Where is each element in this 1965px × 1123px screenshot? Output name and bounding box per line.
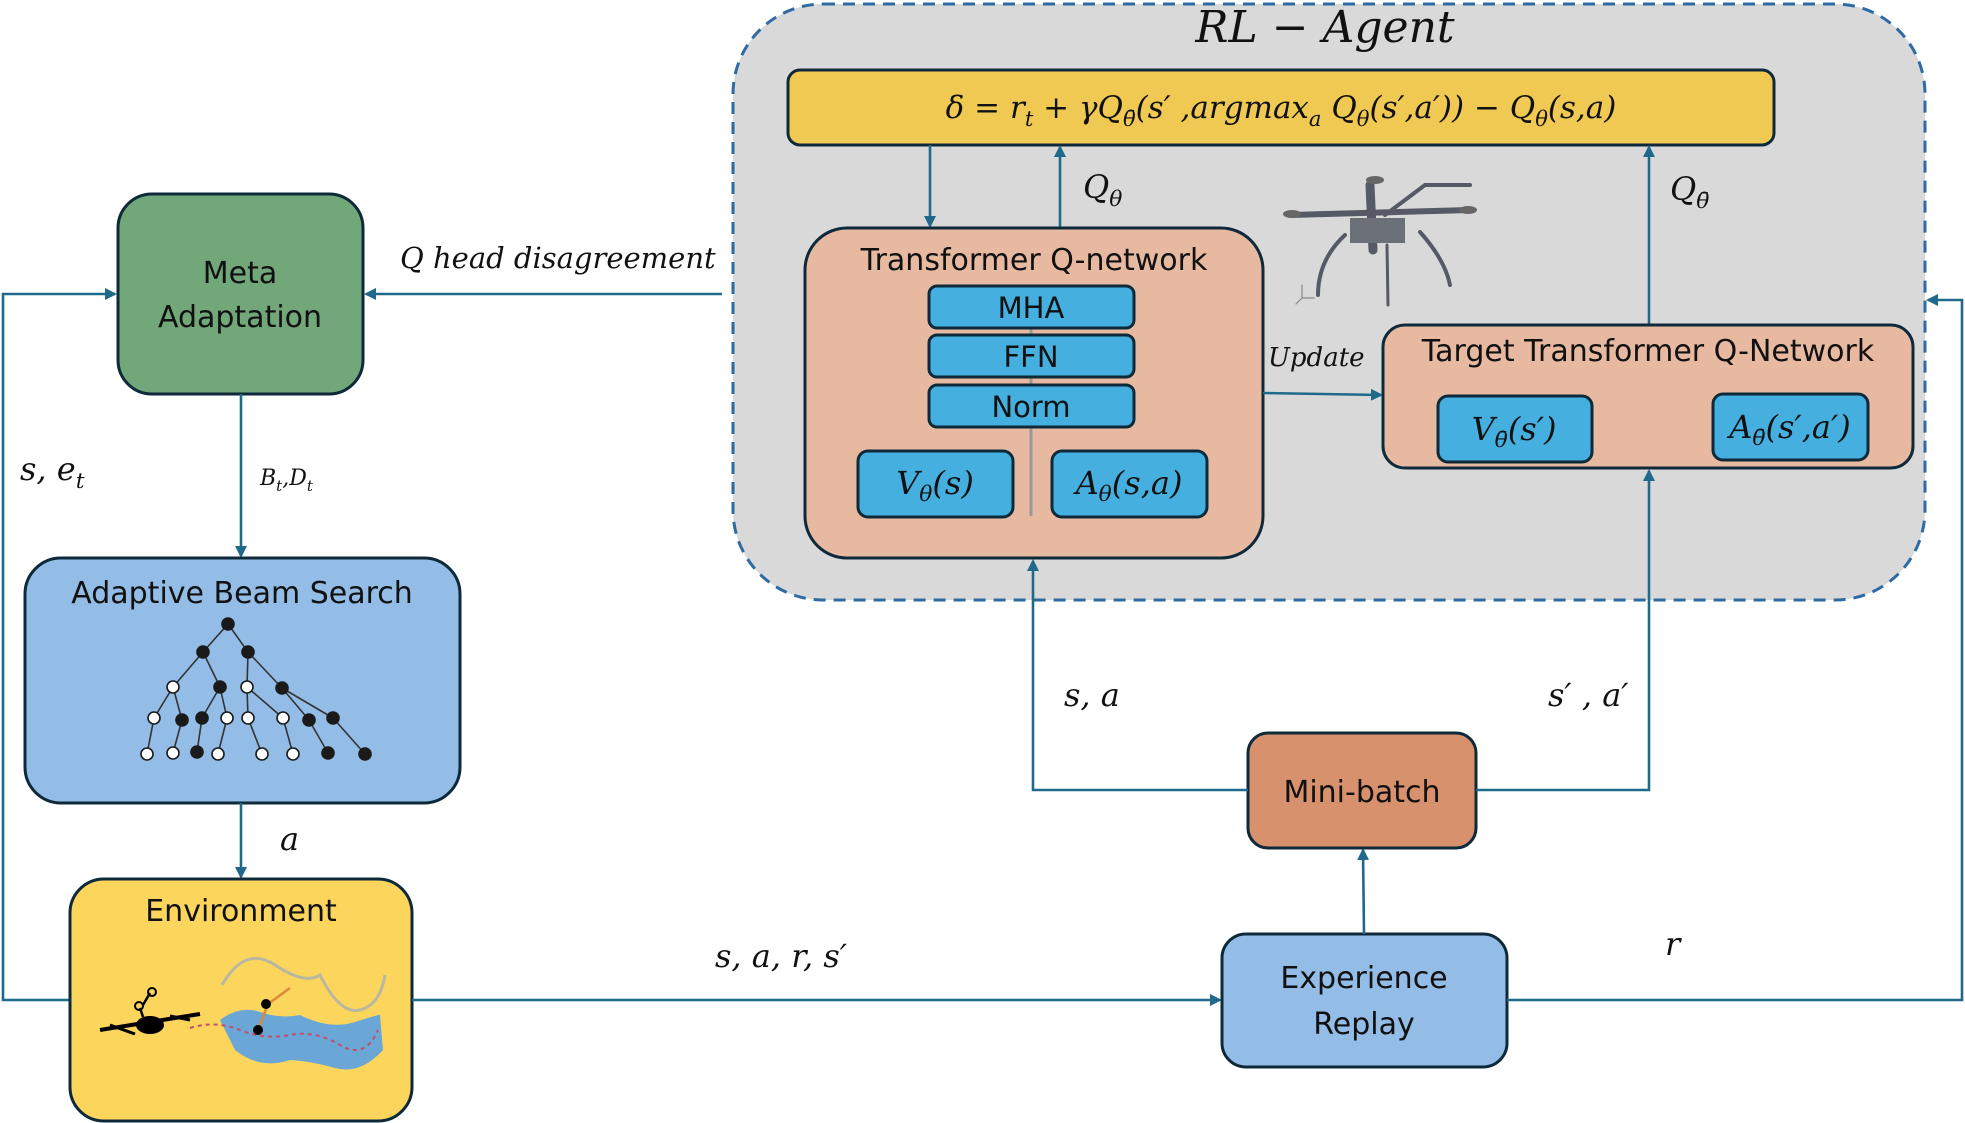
tree-node-selected: [195, 711, 209, 725]
s-et-label: s, et: [20, 450, 85, 494]
svg-text:Vθ̄(s′): Vθ̄(s′): [1472, 410, 1557, 453]
tree-node-selected: [196, 645, 210, 659]
td-error-formula-box: δ = rt + γQθ̄(s′ ,argmaxa Qθ(s′,a′)) − Q…: [786, 68, 1776, 147]
arrow-minibatch-to-target: [1476, 469, 1655, 792]
arrow-update: [1262, 388, 1383, 401]
tree-node-selected: [326, 711, 340, 725]
layer-ffn: FFN: [927, 333, 1136, 379]
tree-node: [147, 711, 161, 725]
tree-node: [276, 711, 290, 725]
update-label: Update: [1268, 343, 1365, 373]
svg-text:Replay: Replay: [1313, 1007, 1414, 1042]
svg-text:MHA: MHA: [998, 291, 1065, 325]
svg-text:Mini-batch: Mini-batch: [1283, 775, 1440, 810]
svg-text:Environment: Environment: [145, 894, 337, 929]
tree-edge: [281, 687, 310, 721]
q-target-label: Qθ̄: [1670, 170, 1709, 214]
adaptive-beam-search-box: Adaptive Beam Search: [23, 556, 462, 805]
q-head-disagreement-label: Q head disagreement: [400, 241, 716, 275]
bt-dt-label: Bt,Dt: [259, 466, 314, 495]
advantage-head: Aθ(s,a): [1050, 449, 1209, 519]
target-title: Target Transformer Q-Network: [1421, 334, 1875, 369]
tree-edge: [281, 687, 334, 719]
svg-text:Adaptation: Adaptation: [158, 300, 322, 335]
tree-node: [286, 747, 300, 761]
tree-node: [211, 747, 225, 761]
layer-mha: MHA: [927, 284, 1136, 330]
svg-text:Vθ(s): Vθ(s): [896, 464, 974, 507]
tree-node-selected: [358, 747, 372, 761]
transformer-title: Transformer Q-network: [860, 243, 1208, 278]
tree-edge: [246, 686, 284, 719]
target-advantage-head: Aθ̄(s′,a′): [1711, 392, 1870, 462]
tree-node-selected: [321, 746, 335, 760]
sars-label: s, a, r, s′: [715, 937, 848, 975]
tree-node: [166, 746, 180, 760]
tree-edge: [247, 651, 283, 689]
tree-node-selected: [241, 645, 255, 659]
tree-edge: [172, 651, 204, 688]
meta-adaptation-box: Meta Adaptation: [116, 192, 365, 396]
mini-batch-box: Mini-batch: [1246, 731, 1478, 850]
svg-text:Norm: Norm: [991, 390, 1070, 424]
arrow-minibatch-to-transformer: [1027, 559, 1248, 792]
reward-label: r: [1665, 925, 1682, 963]
tree-node-selected: [175, 713, 189, 727]
action-label: a: [280, 820, 299, 858]
environment-box: Environment: [68, 877, 414, 1123]
experience-replay-box: Experience Replay: [1220, 932, 1509, 1069]
q-theta-label: Qθ: [1083, 168, 1122, 212]
transformer-q-network: Transformer Q-network MHA FFN Norm Vθ(s)…: [803, 226, 1265, 560]
search-tree-icon: [140, 617, 372, 761]
svg-text:Meta: Meta: [203, 256, 278, 291]
tree-node-selected: [221, 617, 235, 631]
svg-text:Experience: Experience: [1280, 961, 1447, 996]
drone-river-scene-icon: [99, 956, 387, 1070]
rl-agent-title: RL − Agent: [1194, 2, 1455, 53]
tree-node-selected: [275, 681, 289, 695]
arrow-env-to-meta: [1, 288, 117, 1002]
tree-node: [255, 747, 269, 761]
target-value-head: Vθ̄(s′): [1436, 394, 1594, 464]
svg-text:Adaptive Beam Search: Adaptive Beam Search: [71, 576, 413, 611]
quadcopter-image: [1283, 176, 1477, 307]
target-transformer-q-network: Target Transformer Q-Network Vθ̄(s′) Aθ̄…: [1381, 323, 1915, 470]
tree-node: [220, 711, 234, 725]
sa-prime-label: s′ , a′: [1548, 676, 1629, 714]
sa-label: s, a: [1064, 676, 1120, 714]
value-head: Vθ(s): [856, 449, 1015, 519]
layer-norm: Norm: [927, 383, 1136, 429]
svg-text:Aθ̄(s′,a′): Aθ̄(s′,a′): [1726, 408, 1850, 451]
tree-edge: [332, 717, 366, 755]
arrow-replay-to-minibatch: [1357, 848, 1370, 935]
tree-node: [166, 680, 180, 694]
drone-icon: [99, 987, 201, 1036]
svg-text:FFN: FFN: [1003, 340, 1058, 374]
tree-node-selected: [302, 713, 316, 727]
tree-node-selected: [213, 680, 227, 694]
tree-node: [241, 711, 255, 725]
tree-node: [140, 747, 154, 761]
tree-node-selected: [190, 745, 204, 759]
td-error-formula: δ = rt + γQθ̄(s′ ,argmaxa Qθ(s′,a′)) − Q…: [946, 90, 1617, 131]
svg-text:Aθ(s,a): Aθ(s,a): [1073, 464, 1183, 507]
arrow-reward-to-agent: [1507, 294, 1964, 1002]
tree-node: [240, 680, 254, 694]
